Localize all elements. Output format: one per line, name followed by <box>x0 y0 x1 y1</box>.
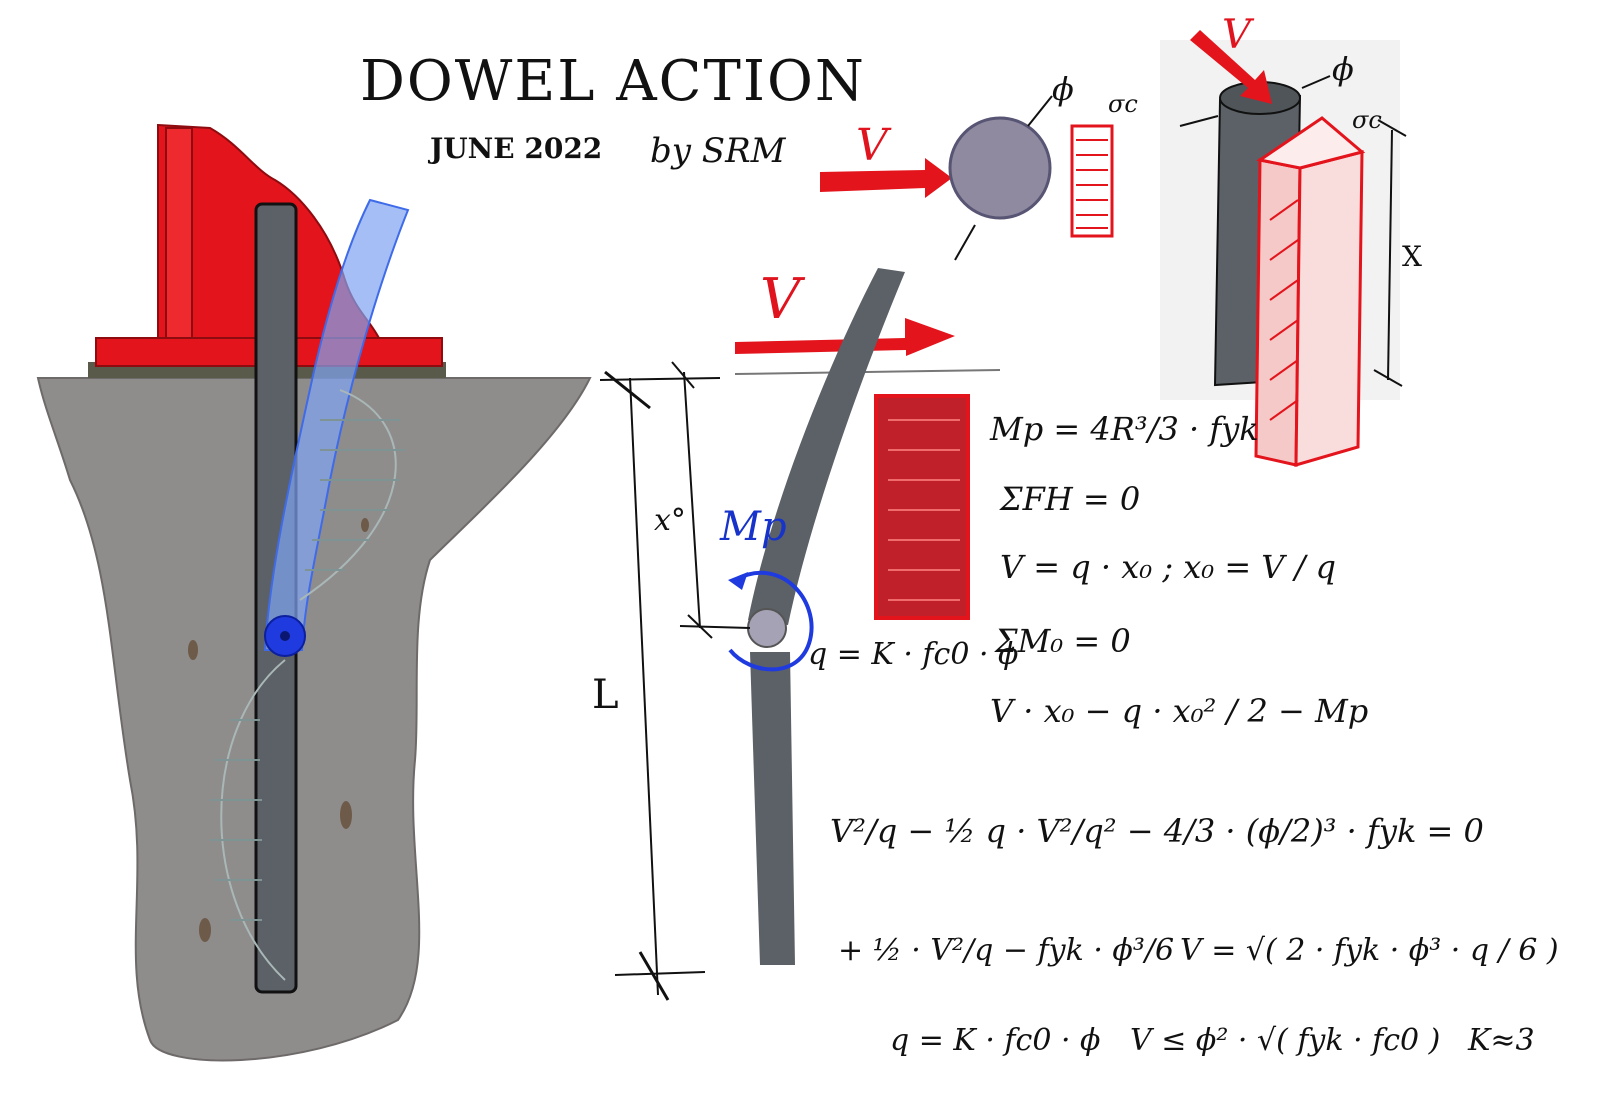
dim-label-L: L <box>592 672 619 718</box>
equations-block: Mp = 4R³/3 · fyk ΣFH = 0 V = q · x₀ ; x₀… <box>830 410 1559 1058</box>
plastic-hinge-center <box>280 631 290 641</box>
eq-simplified: + ½ · V²/q − fyk · ϕ³/6 <box>838 933 1174 968</box>
iso-bearing-block-top <box>1256 116 1366 170</box>
eq-moment-equilibrium: V · x₀ − q · x₀² / 2 − Mp <box>990 692 1368 730</box>
cross-section-diameter-arrow <box>1027 95 1053 127</box>
concrete-block <box>36 377 592 1062</box>
dim-line-x0 <box>683 371 701 629</box>
aggregate-specks <box>188 518 369 942</box>
iso-phi-label: ϕ <box>1332 50 1354 88</box>
dim-ext-x0 <box>679 625 751 629</box>
steel-web <box>165 127 193 346</box>
plastic-moment-arrowhead <box>728 572 748 590</box>
cross-section-sigma-label: σc <box>1108 90 1138 118</box>
shear-label-V: V <box>760 267 806 332</box>
bearing-stress-block <box>874 394 970 620</box>
iso-phi-arrow <box>1301 75 1331 89</box>
dim-tick-top-L <box>604 370 651 410</box>
cross-section-shear-arrow <box>820 158 952 198</box>
cross-section-stress-lines <box>1076 139 1108 229</box>
dim-line-L <box>629 377 659 996</box>
bearing-stress-upper <box>299 389 397 601</box>
iso-phi-arrow-2 <box>1179 115 1219 127</box>
cross-section-sketch: V ϕ σc <box>820 70 1138 261</box>
cross-section-diameter-arrow-2 <box>954 224 976 261</box>
iso-bearing-block-front <box>1254 158 1302 467</box>
bent-bar-upper <box>748 268 905 625</box>
eq-shear-sqrt: V = √( 2 · fyk · ϕ³ · q / 6 ) <box>1180 933 1559 968</box>
eq-shear-equilibrium: V = q · x₀ ; x₀ = V / q <box>1000 548 1336 586</box>
hinge-pin <box>747 608 787 648</box>
eq-shear-capacity: V ≤ ϕ² · √( fyk · fc0 ) <box>1130 1023 1440 1058</box>
plastic-moment-arc <box>728 570 814 672</box>
eq-sum-horizontal: ΣFH = 0 <box>999 480 1140 518</box>
cross-section-bar <box>948 116 1052 220</box>
iso-X-label: X <box>1402 240 1422 273</box>
iso-dim-X <box>1387 129 1393 381</box>
stress-block-arrows <box>888 419 960 601</box>
dim-ext-bottom <box>614 971 706 976</box>
dim-ext-top <box>599 377 721 381</box>
free-body-diagram: V Mp L x° q = K <box>592 267 1018 1001</box>
iso-dim-X-tick-bottom <box>1373 369 1403 387</box>
eq-q-definition: q = K · fc0 · ϕ <box>890 1023 1100 1058</box>
author: by SRM <box>650 131 787 171</box>
plastic-moment-label: Mp <box>719 504 787 550</box>
iso-dim-X-tick-top <box>1377 119 1407 137</box>
iso-bearing-block-side <box>1294 150 1364 468</box>
bar-lower <box>750 652 795 965</box>
iso-bearing-arrows <box>1269 199 1299 421</box>
eq-sum-moments: ΣM₀ = 0 <box>994 622 1131 660</box>
eq-expanded: V²/q − ½ q · V²/q² − 4/3 · (ϕ/2)³ · fyk … <box>830 812 1484 850</box>
iso-shear-arrow <box>1190 30 1272 104</box>
cross-section-phi-label: ϕ <box>1052 70 1074 108</box>
eq-k-value: K≈3 <box>1467 1023 1535 1058</box>
isometric-dowel-sketch: V ϕ σc X <box>1160 12 1422 468</box>
iso-V-label: V <box>1222 12 1255 58</box>
stress-arrows <box>210 419 405 921</box>
bearing-stress-lower <box>220 659 286 981</box>
dim-tick-bottom-L <box>638 951 670 1001</box>
shear-arrow-V <box>735 318 955 356</box>
dim-tick-top-x0 <box>671 361 695 389</box>
concrete-surface-line <box>734 369 1001 375</box>
eq-q-distributed: q = K · fc0 · ϕ <box>808 637 1018 672</box>
deformed-dowel <box>263 198 410 651</box>
eq-plastic-moment: Mp = 4R³/3 · fyk <box>989 410 1259 448</box>
cross-section-V-label: V <box>856 120 892 171</box>
left-concrete-assembly <box>36 123 592 1062</box>
title: DOWEL ACTION <box>360 49 866 114</box>
dim-label-x0: x° <box>654 503 686 538</box>
subtitle-date: JUNE 2022 <box>427 132 602 165</box>
iso-sigma-label: σc <box>1352 106 1382 134</box>
cross-section-stress-block <box>1070 124 1114 238</box>
